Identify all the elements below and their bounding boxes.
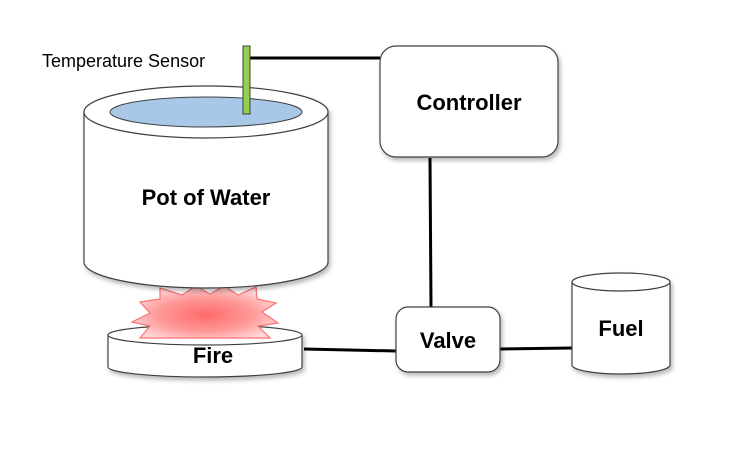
controller-box xyxy=(379,45,559,158)
fire-to-valve-line xyxy=(303,347,397,353)
temperature-sensor-probe xyxy=(242,45,251,115)
valve-box xyxy=(395,306,501,373)
flame-icon xyxy=(130,285,280,339)
valve-label: Valve xyxy=(420,328,476,353)
temperature-sensor-label: Temperature Sensor xyxy=(42,51,205,71)
fuel-tank xyxy=(571,272,671,375)
pot-of-water-label: Pot of Water xyxy=(142,185,271,210)
valve-to-fuel-line xyxy=(499,346,573,351)
connection-lines xyxy=(250,56,573,353)
controller-to-valve-line xyxy=(428,157,433,308)
water-surface xyxy=(109,96,303,128)
fuel-label: Fuel xyxy=(598,316,643,341)
controller-label: Controller xyxy=(416,90,522,115)
fire-label: Fire xyxy=(193,343,233,368)
